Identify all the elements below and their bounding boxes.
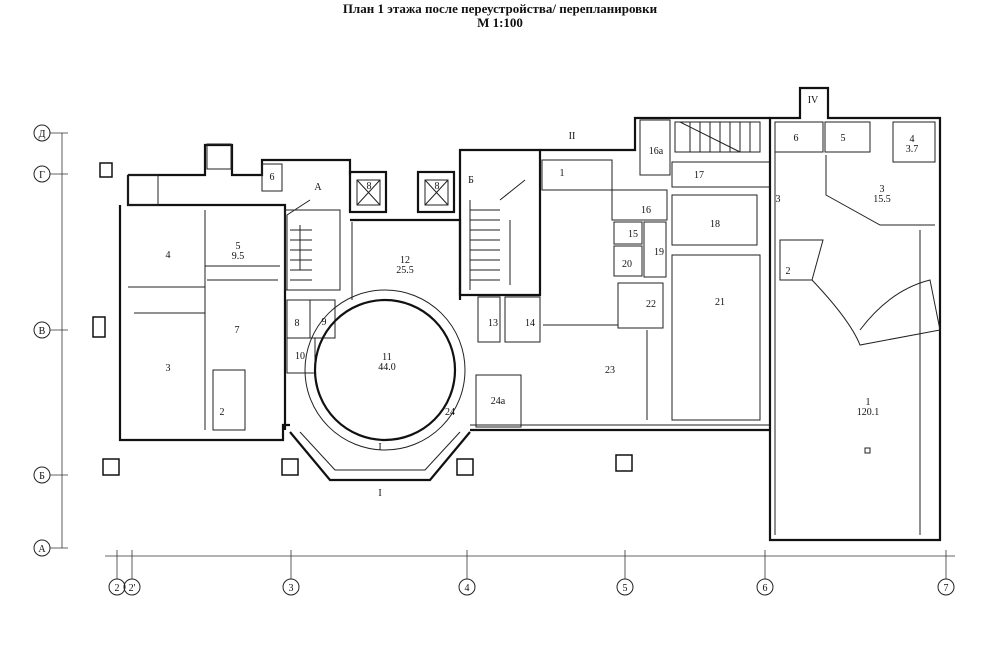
room-10: 10 [295, 351, 305, 362]
room-7: 7 [235, 325, 240, 336]
plan-scale: М 1:100 [477, 15, 523, 30]
room-6-right: 6 [794, 133, 799, 144]
room-i-entrance: I [378, 488, 381, 499]
room-labels-middle: II 1 16а 17 16 15 19 20 22 18 21 23 [560, 131, 726, 376]
room-iv: IV [808, 95, 819, 106]
room-6: 6 [270, 172, 275, 183]
room-3-right: 3 [880, 184, 885, 195]
svg-text:Г: Г [39, 170, 45, 181]
svg-text:6: 6 [763, 583, 768, 594]
svg-text:2: 2 [115, 583, 120, 594]
room-5-area: 9.5 [232, 251, 245, 262]
room-24: 24 [445, 407, 455, 418]
room-17: 17 [694, 170, 704, 181]
axis-col-3: 3 [282, 550, 300, 596]
pillars [92, 162, 633, 476]
plan-title: План 1 этажа после переустройства/ переп… [0, 2, 1000, 30]
svg-text:5: 5 [623, 583, 628, 594]
room-3-right-area: 15.5 [873, 194, 891, 205]
room-11-area: 44.0 [378, 362, 396, 373]
room-8: 8 [295, 318, 300, 329]
axis-row-d: Д [33, 124, 68, 142]
elevator-1: 8 [367, 181, 372, 192]
axis-row-v: В [33, 321, 68, 339]
axis-col-2: 2 [108, 550, 126, 596]
column-axes: 2 2' 3 4 5 6 7 [105, 550, 955, 596]
svg-text:А: А [38, 544, 46, 555]
room-3: 3 [166, 363, 171, 374]
room-24a: 24а [491, 396, 506, 407]
axis-row-b: Б [33, 466, 68, 484]
room-5-right: 5 [841, 133, 846, 144]
walls [118, 86, 942, 542]
axis-row-a: А [33, 539, 68, 557]
svg-text:В: В [39, 326, 46, 337]
room-14: 14 [525, 318, 535, 329]
svg-text:Б: Б [39, 471, 45, 482]
axis-col-4: 4 [458, 550, 476, 596]
room-4-right: 4 [910, 134, 915, 145]
room-labels-right: IV 6 5 4 3.7 3 15.5 2 1 120.1 3 [776, 95, 919, 418]
room-labels-left: 4 5 9.5 7 3 2 6 А 8 9 10 11 44.0 12 25.5… [166, 172, 536, 499]
room-20: 20 [622, 259, 632, 270]
room-b: Б [468, 175, 474, 186]
room-19: 19 [654, 247, 664, 258]
room-16a: 16а [649, 146, 664, 157]
room-12-area: 25.5 [396, 265, 414, 276]
axis-col-7: 7 [937, 550, 955, 596]
svg-text:7: 7 [944, 583, 949, 594]
room-12: 12 [400, 255, 410, 266]
room-a: А [314, 182, 322, 193]
room-18: 18 [710, 219, 720, 230]
svg-text:Д: Д [39, 129, 46, 140]
room-15: 15 [628, 229, 638, 240]
room-9: 9 [322, 317, 327, 328]
row-axes: Д Г В Б А [33, 124, 68, 557]
plan-title-line: План 1 этажа после переустройства/ переп… [342, 1, 658, 16]
room-2: 2 [220, 407, 225, 418]
axis-row-g: Г [33, 165, 68, 183]
axis-col-5: 5 [616, 550, 634, 596]
room-13: 13 [488, 318, 498, 329]
room-1-right: 1 [866, 397, 871, 408]
svg-text:4: 4 [465, 583, 470, 594]
room-2-right: 2 [786, 266, 791, 277]
room-1-mid: 1 [560, 168, 565, 179]
room-16: 16 [641, 205, 651, 216]
room-1-right-area: 120.1 [857, 407, 880, 418]
room-i-porch: I [378, 442, 381, 453]
axis-col-6: 6 [756, 550, 774, 596]
room-4: 4 [166, 250, 171, 261]
room-21: 21 [715, 297, 725, 308]
room-11: 11 [382, 352, 392, 363]
svg-text:2': 2' [129, 583, 136, 594]
axis-col-2p: 2' [123, 550, 141, 596]
elevator-2: 8 [435, 181, 440, 192]
room-3-corridor: 3 [776, 194, 781, 205]
room-4-right-area: 3.7 [906, 144, 919, 155]
room-5: 5 [236, 241, 241, 252]
room-ii: II [569, 131, 576, 142]
room-23: 23 [605, 365, 615, 376]
room-22: 22 [646, 299, 656, 310]
svg-text:3: 3 [289, 583, 294, 594]
